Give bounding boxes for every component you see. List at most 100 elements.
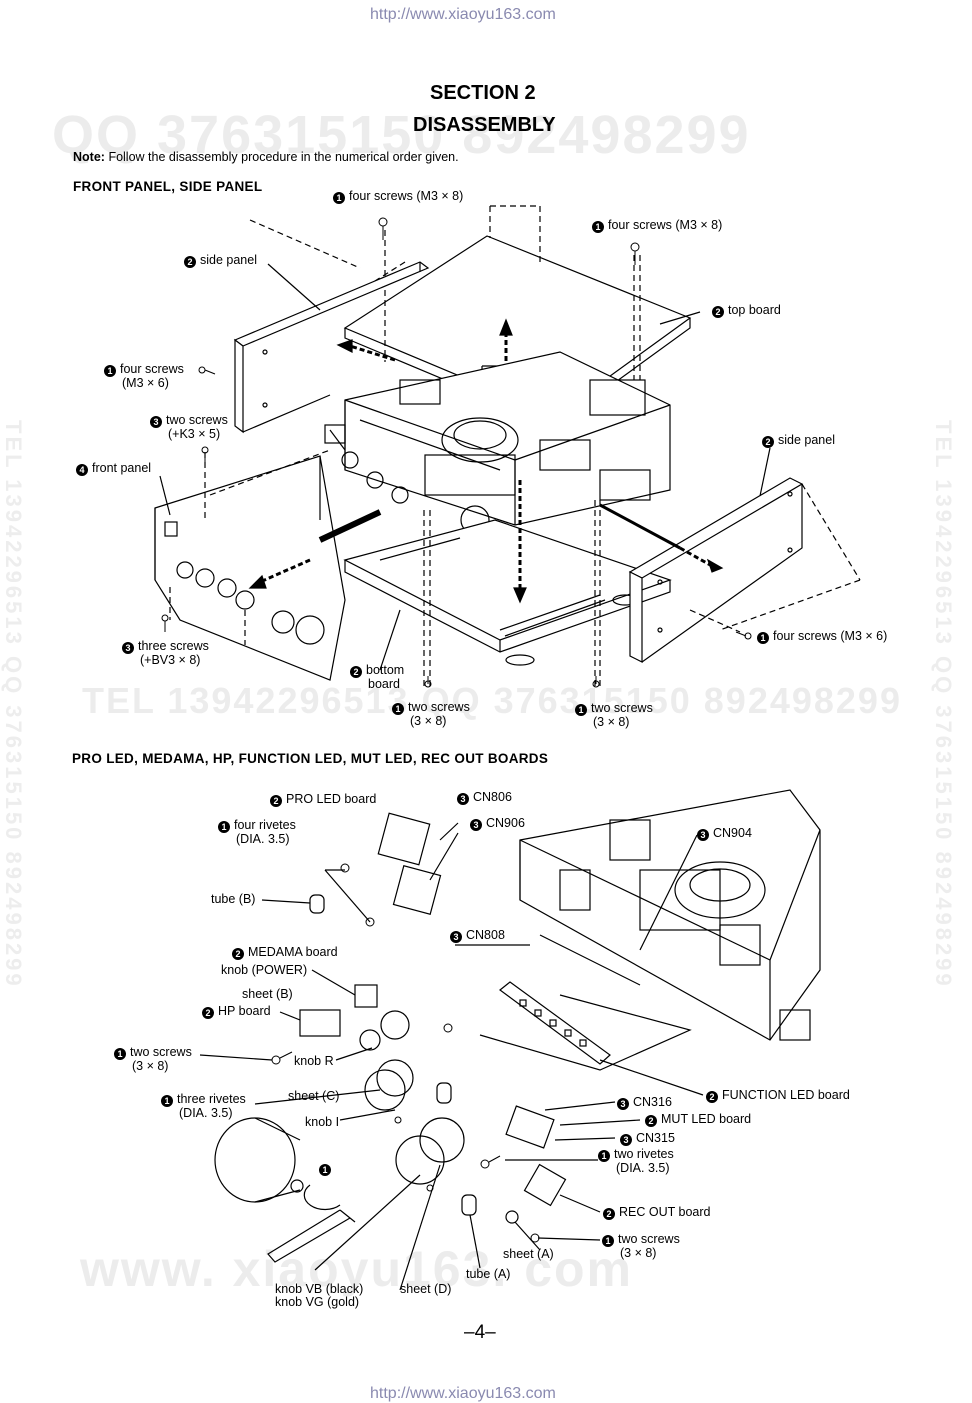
step-number: 2 xyxy=(603,1208,615,1220)
label-text: side panel xyxy=(778,433,835,447)
label-text: two screws xyxy=(591,701,653,715)
label-text-2: (3 × 8) xyxy=(593,715,630,729)
fig2-label-tube-a: tube (A) xyxy=(466,1268,510,1281)
label-text: knob I xyxy=(305,1115,340,1129)
step-number: 2 xyxy=(270,795,282,807)
figure2-heading: PRO LED, MEDAMA, HP, FUNCTION LED, MUT L… xyxy=(72,751,549,766)
label-text-2: (DIA. 3.5) xyxy=(616,1161,670,1175)
label-text: MUT LED board xyxy=(661,1112,752,1126)
figure1-heading: FRONT PANEL, SIDE PANEL xyxy=(73,179,263,194)
label-text: CN808 xyxy=(466,928,505,942)
step-number: 3 xyxy=(450,931,462,943)
step-number: 1 xyxy=(218,821,230,833)
fig2-label-sheet-d: sheet (D) xyxy=(400,1283,451,1296)
step-number: 1 xyxy=(575,704,587,716)
step-number: 2 xyxy=(232,948,244,960)
section-title: SECTION 2 xyxy=(430,82,536,104)
label-text-2: knob VG (gold) xyxy=(275,1295,360,1309)
header-url[interactable]: http://www.xiaoyu163.com xyxy=(370,6,556,23)
label-text-2: (+K3 × 5) xyxy=(168,427,221,441)
label-text: sheet (D) xyxy=(400,1282,452,1296)
step-number: 1 xyxy=(598,1150,610,1162)
step-number: 1 xyxy=(592,221,604,233)
label-text: front panel xyxy=(92,461,152,475)
label-text: two screws xyxy=(166,413,228,427)
fig1-label-front-panel: 4 front panel xyxy=(76,462,151,476)
label-text: MEDAMA board xyxy=(248,945,338,959)
fig2-label-two-rivetes: 1 two rivetes(DIA. 3.5) xyxy=(598,1148,674,1175)
label-text: three rivetes xyxy=(177,1092,246,1106)
label-text: CN316 xyxy=(633,1095,672,1109)
label-text-2: (3 × 8) xyxy=(132,1059,169,1073)
label-text: four screws (M3 × 8) xyxy=(608,218,723,232)
label-text: knob R xyxy=(294,1054,334,1068)
step-number: 1 xyxy=(333,192,345,204)
label-text: top board xyxy=(728,303,781,317)
step-number: 3 xyxy=(617,1098,629,1110)
label-text: CN315 xyxy=(636,1131,675,1145)
label-text-2: (+BV3 × 8) xyxy=(140,653,201,667)
watermark-mid: TEL 13942296513 QQ 376315150 892498299 xyxy=(82,680,902,721)
fig2-label-knob-power: knob (POWER) xyxy=(221,964,307,977)
page-number: –4– xyxy=(464,1322,496,1343)
fig2-label-step-1-wrench: 1 xyxy=(319,1162,335,1176)
label-text-2: board xyxy=(368,677,400,691)
label-text: sheet (B) xyxy=(242,987,293,1001)
step-number: 4 xyxy=(76,464,88,476)
label-text: bottom xyxy=(366,663,405,677)
label-text: tube (B) xyxy=(211,892,256,906)
step-number: 1 xyxy=(757,632,769,644)
step-number: 1 xyxy=(104,365,116,377)
label-text: four screws (M3 × 6) xyxy=(773,629,888,643)
step-number: 2 xyxy=(184,256,196,268)
fig1-label-top-screws-left: 1 four screws (M3 × 8) xyxy=(333,190,463,204)
step-number: 3 xyxy=(122,642,134,654)
label-text: REC OUT board xyxy=(619,1205,711,1219)
fig2-label-cn808: 3 CN808 xyxy=(450,929,505,943)
step-number: 1 xyxy=(392,703,404,715)
step-number: 1 xyxy=(602,1235,614,1247)
fig1-label-side-panel-right: 2 side panel xyxy=(762,434,835,448)
fig2-label-sheet-b: sheet (B) xyxy=(242,988,293,1001)
fig2-label-sheet-a: sheet (A) xyxy=(503,1248,554,1261)
footer-url[interactable]: http://www.xiaoyu163.com xyxy=(370,1385,556,1402)
label-text: CN806 xyxy=(473,790,512,804)
fig2-label-knob-i: knob I xyxy=(305,1116,339,1129)
fig2-label-medama-board: 2 MEDAMA board xyxy=(232,946,338,960)
label-text: knob (POWER) xyxy=(221,963,308,977)
step-number: 2 xyxy=(202,1007,214,1019)
note-text: Follow the disassembly procedure in the … xyxy=(108,150,459,164)
fig1-label-two-screws-right: 1 two screws(3 × 8) xyxy=(575,702,653,729)
label-text: two screws xyxy=(408,700,470,714)
label-text-2: (M3 × 6) xyxy=(122,376,169,390)
fig1-label-four-screws-right: 1 four screws (M3 × 6) xyxy=(757,630,887,644)
fig2-label-cn316: 3 CN316 xyxy=(617,1096,672,1110)
watermark-bottom: www. xiaoyu163. com xyxy=(80,1241,634,1297)
label-text: four rivetes xyxy=(234,818,296,832)
fig2-label-sheet-c: sheet (C) xyxy=(288,1090,339,1103)
fig2-label-rec-out-board: 2 REC OUT board xyxy=(603,1206,710,1220)
label-text: sheet (C) xyxy=(288,1089,340,1103)
label-text: four screws (M3 × 8) xyxy=(349,189,464,203)
step-number: 1 xyxy=(161,1095,173,1107)
fig2-label-tube-b: tube (B) xyxy=(211,893,255,906)
step-number: 2 xyxy=(645,1115,657,1127)
fig2-label-pro-led-board: 2 PRO LED board xyxy=(270,793,376,807)
label-text: PRO LED board xyxy=(286,792,377,806)
step-number: 2 xyxy=(762,436,774,448)
fig1-label-top-screws-right: 1 four screws (M3 × 8) xyxy=(592,219,722,233)
label-text: two rivetes xyxy=(614,1147,674,1161)
note-label: Note: xyxy=(73,150,105,164)
